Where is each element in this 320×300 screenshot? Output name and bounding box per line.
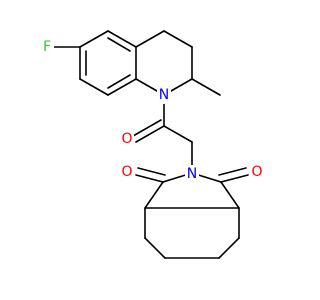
bond-ar-double-2 (107, 74, 131, 89)
atom-fluorine: F (40, 38, 54, 56)
oxygen-imide-right-label: O (251, 164, 262, 180)
bonds (53, 30, 249, 259)
oxygen-amide-label: O (121, 131, 132, 147)
atom-oxygen-amide: O (120, 130, 134, 148)
atom-labels: F N O N O O (40, 38, 264, 183)
bond-co-ch2 (163, 125, 193, 143)
nitrogen-ring-label: N (159, 87, 169, 103)
oxygen-imide-left-label: O (121, 164, 132, 180)
bond-imide-co-left-a (135, 174, 164, 183)
bond-cyc2 (144, 237, 166, 259)
bond-co-double-b (132, 119, 162, 137)
bond-imide4 (220, 181, 240, 209)
bond-ar4 (79, 78, 109, 96)
molecule-structure: F N O N O O (40, 30, 264, 259)
nitrogen-imide-label: N (187, 166, 197, 182)
bond-ar6 (79, 30, 109, 48)
bond-methyl (191, 78, 221, 96)
bond-ar1 (107, 30, 137, 48)
bond-imide-co-right-a (220, 174, 249, 183)
atom-oxygen-imide-left: O (120, 163, 134, 181)
bond-co-double-a (135, 125, 165, 143)
bond-imide2 (144, 181, 164, 209)
bond-imide-co-left-b (137, 167, 166, 176)
bond-ar-double-1 (107, 37, 131, 52)
fluorine-label: F (43, 39, 51, 55)
bond-cyc4 (218, 237, 240, 259)
atom-oxygen-imide-right: O (250, 163, 264, 181)
atom-nitrogen-ring: N (157, 86, 171, 104)
bond-sat2 (163, 30, 193, 48)
atom-nitrogen-imide: N (185, 165, 199, 183)
bond-sat1 (135, 30, 165, 48)
bond-ar3 (107, 78, 137, 96)
bond-imide-co-right-b (218, 167, 247, 176)
